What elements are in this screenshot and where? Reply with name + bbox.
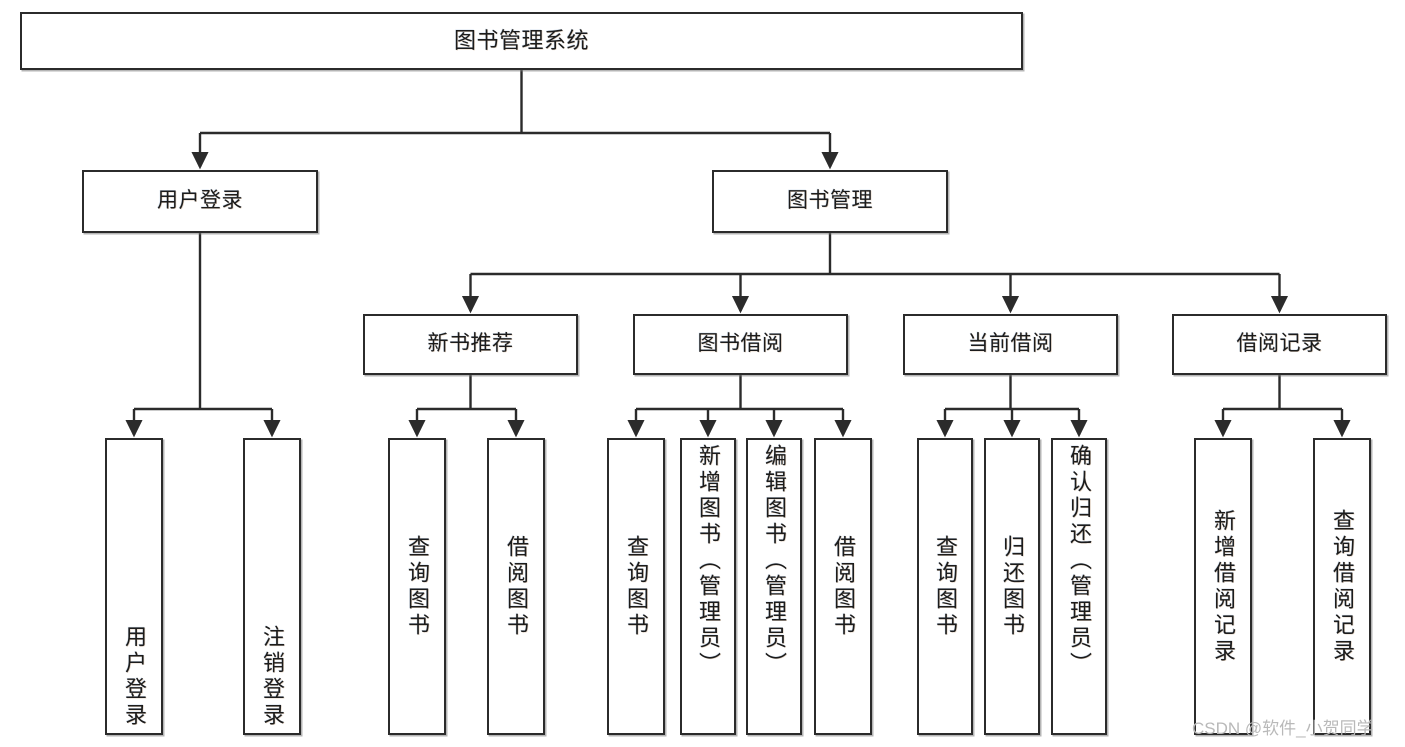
node-label-n-query: 查询图书	[405, 534, 430, 639]
node-r-query[interactable]: 查询借阅记录	[1313, 438, 1371, 735]
node-l-login[interactable]: 用户登录	[105, 438, 163, 735]
node-newbook[interactable]: 新书推荐	[363, 314, 578, 375]
node-label-c-return: 归还图书	[1000, 534, 1025, 639]
node-n-query[interactable]: 查询图书	[388, 438, 446, 735]
node-current[interactable]: 当前借阅	[903, 314, 1118, 375]
node-label-b-edit: 编辑图书（管理员）	[762, 444, 787, 678]
node-l-logout[interactable]: 注销登录	[243, 438, 301, 735]
node-label-r-add: 新增借阅记录	[1211, 508, 1236, 665]
node-label-records: 借阅记录	[1236, 332, 1323, 356]
node-b-query[interactable]: 查询图书	[607, 438, 665, 735]
node-records[interactable]: 借阅记录	[1172, 314, 1387, 375]
node-label-c-confirm: 确认归还（管理员）	[1067, 444, 1092, 678]
node-label-root: 图书管理系统	[453, 28, 589, 54]
node-label-b-add: 新增图书（管理员）	[696, 444, 721, 678]
node-b-lend[interactable]: 借阅图书	[814, 438, 872, 735]
node-label-bookmgmt: 图书管理	[787, 189, 873, 213]
node-login[interactable]: 用户登录	[82, 170, 318, 233]
node-label-newbook: 新书推荐	[427, 332, 514, 356]
node-label-b-query: 查询图书	[624, 534, 649, 639]
node-label-l-login: 用户登录	[122, 625, 147, 729]
node-b-edit[interactable]: 编辑图书（管理员）	[746, 438, 802, 735]
node-label-l-logout: 注销登录	[260, 625, 285, 729]
node-b-add[interactable]: 新增图书（管理员）	[680, 438, 736, 735]
node-label-b-lend: 借阅图书	[831, 534, 856, 639]
node-bookmgmt[interactable]: 图书管理	[712, 170, 948, 233]
node-label-borrow: 图书借阅	[697, 332, 784, 356]
node-c-return[interactable]: 归还图书	[984, 438, 1040, 735]
node-label-r-query: 查询借阅记录	[1330, 508, 1355, 665]
node-c-confirm[interactable]: 确认归还（管理员）	[1051, 438, 1107, 735]
node-label-n-borrow: 借阅图书	[504, 534, 529, 639]
node-c-query[interactable]: 查询图书	[917, 438, 973, 735]
node-r-add[interactable]: 新增借阅记录	[1194, 438, 1252, 735]
node-label-c-query: 查询图书	[933, 534, 958, 639]
node-root[interactable]: 图书管理系统	[20, 12, 1023, 70]
node-n-borrow[interactable]: 借阅图书	[487, 438, 545, 735]
node-label-login: 用户登录	[157, 189, 243, 213]
node-label-current: 当前借阅	[967, 332, 1054, 356]
node-borrow[interactable]: 图书借阅	[633, 314, 848, 375]
watermark-label: CSDN @软件_小贺同学	[1192, 719, 1374, 738]
